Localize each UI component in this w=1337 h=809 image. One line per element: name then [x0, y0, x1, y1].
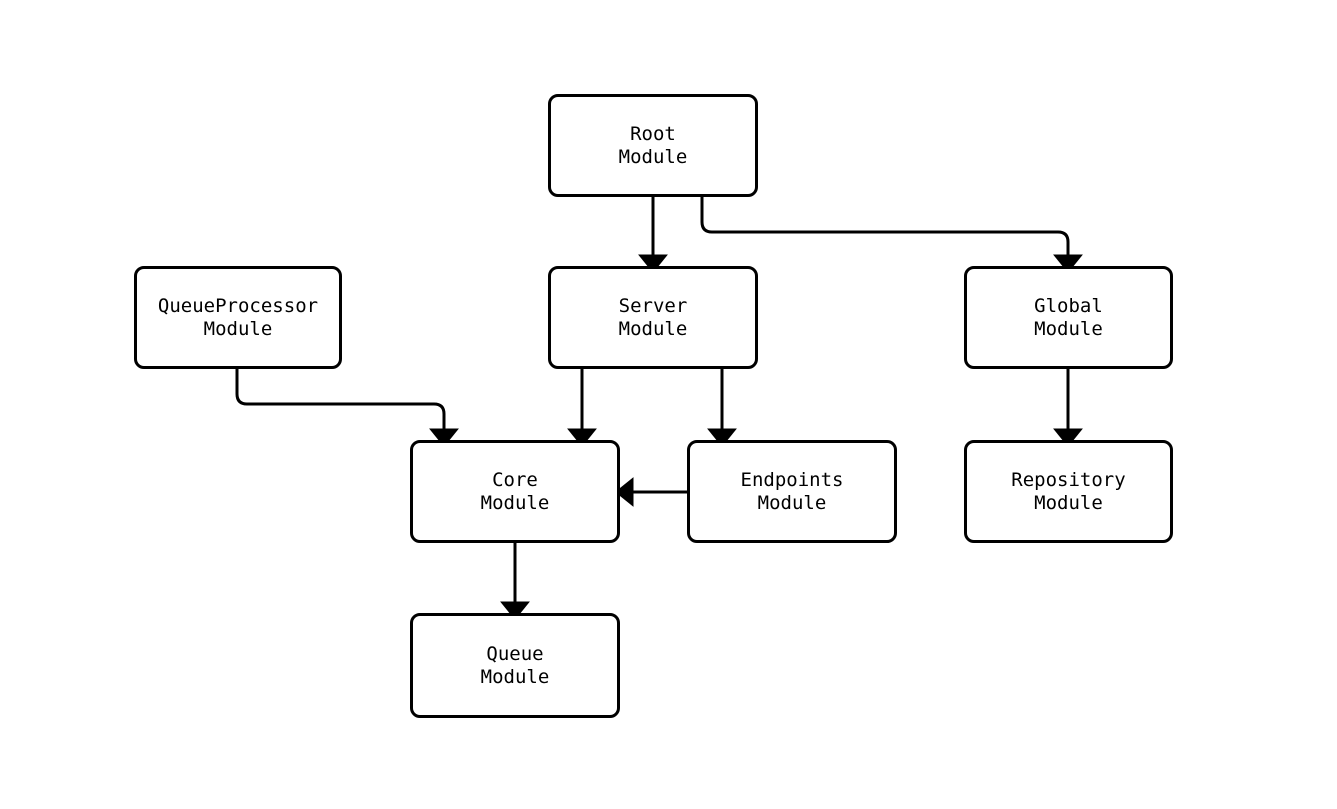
node-queueprocessor-module[interactable]: QueueProcessor Module	[134, 266, 342, 369]
node-label-queueprocessor-module: QueueProcessor Module	[157, 294, 319, 340]
node-label-endpoints-module: Endpoints Module	[740, 468, 844, 514]
node-repository-module[interactable]: Repository Module	[964, 440, 1173, 543]
node-queue-module[interactable]: Queue Module	[410, 613, 620, 718]
node-endpoints-module[interactable]: Endpoints Module	[687, 440, 897, 543]
node-core-module[interactable]: Core Module	[410, 440, 620, 543]
node-server-module[interactable]: Server Module	[548, 266, 758, 369]
node-label-server-module: Server Module	[618, 294, 688, 340]
node-label-root-module: Root Module	[618, 122, 688, 168]
node-label-repository-module: Repository Module	[1011, 468, 1126, 514]
edge-queueprocessor-to-core	[235, 369, 459, 447]
node-label-core-module: Core Module	[480, 468, 550, 514]
node-label-global-module: Global Module	[1034, 294, 1103, 340]
node-global-module[interactable]: Global Module	[964, 266, 1173, 369]
node-label-queue-module: Queue Module	[480, 642, 550, 688]
edge-root-to-global	[700, 197, 1083, 273]
node-root-module[interactable]: Root Module	[548, 94, 758, 197]
